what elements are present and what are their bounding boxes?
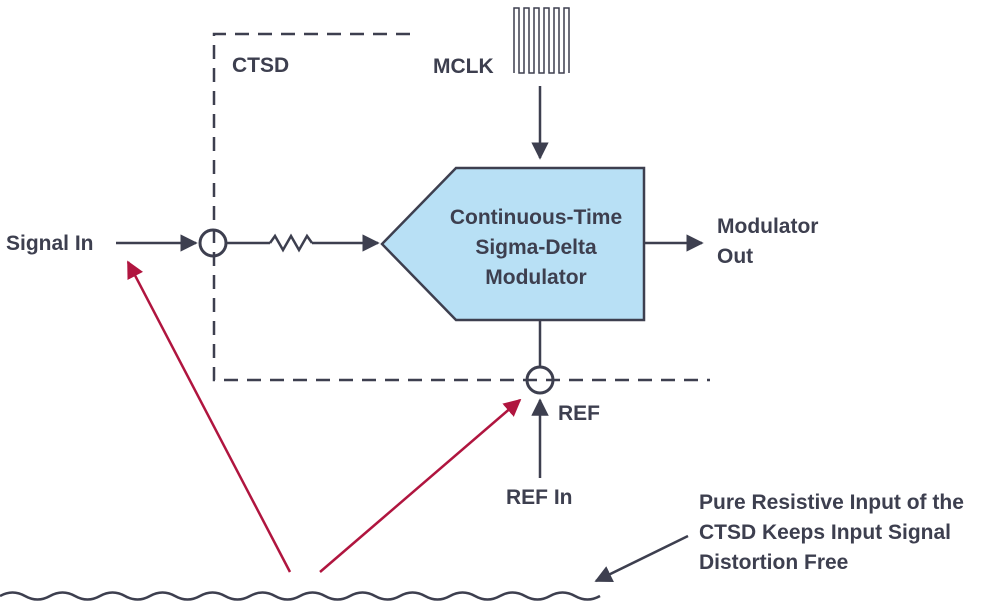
wavy-baseline (0, 591, 601, 601)
ctsd-boundary (212, 32, 710, 382)
ref-in-label: REF In (506, 486, 573, 509)
ref-summing-node (525, 365, 555, 395)
mclk-label: MCLK (433, 55, 494, 78)
modulator-out-label-line1: Modulator (717, 215, 818, 238)
red-arrow-to-ref (319, 398, 522, 573)
annotation-line2: CTSD Keeps Input Signal (699, 521, 951, 544)
modulator-block-line3: Modulator (485, 266, 586, 289)
signal-in-label: Signal In (6, 232, 94, 255)
modulator-out-label-line2: Out (717, 245, 753, 268)
modulator-block-line2: Sigma-Delta (475, 236, 597, 259)
annotation-line3: Distortion Free (699, 551, 848, 574)
clock-waveform-icon (513, 7, 570, 74)
red-arrow-to-signal-in (126, 260, 292, 573)
annotation-arrow (594, 534, 689, 583)
modulator-block-line1: Continuous-Time (450, 206, 622, 229)
modulator-block (380, 166, 646, 322)
ref-label: REF (558, 402, 600, 425)
ctsd-label: CTSD (232, 54, 289, 77)
annotation-line1: Pure Resistive Input of the (699, 491, 964, 514)
resistor-icon (268, 233, 314, 253)
